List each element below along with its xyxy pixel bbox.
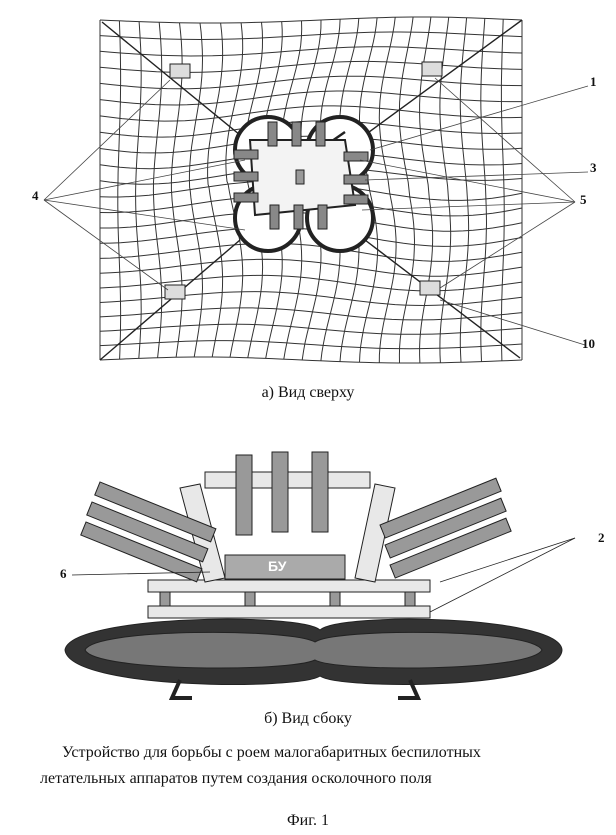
side-view-caption: б) Вид сбоку: [264, 710, 352, 727]
label-5: 5: [580, 192, 587, 207]
net-strand: [99, 46, 523, 57]
net-strand: [398, 16, 416, 364]
label-10: 10: [582, 336, 595, 351]
net-strand: [500, 19, 505, 361]
net-strand: [459, 17, 470, 363]
title-line-2: летательных аппаратов путем создания оск…: [40, 770, 432, 787]
net-strand: [99, 307, 523, 321]
net-strand: [99, 356, 523, 364]
drone-side: [64, 451, 576, 700]
title-line-1: Устройство для борьбы с роем малогабарит…: [62, 744, 481, 761]
label-1: 1: [590, 74, 597, 89]
label-4: 4: [32, 188, 39, 203]
net-strand: [99, 323, 523, 335]
net-strand: [207, 22, 224, 358]
net-strand: [99, 274, 523, 292]
net-strand: [117, 20, 122, 360]
net-strand: [99, 258, 523, 277]
net-strand: [188, 22, 204, 358]
net-strand: [99, 90, 522, 106]
leader-lines: [43, 77, 589, 346]
net-strand: [480, 18, 488, 362]
drone-top: [233, 115, 375, 253]
net-strand: [99, 31, 523, 41]
net-strand: [378, 17, 397, 363]
net-strand: [99, 291, 523, 307]
net-weights: [164, 61, 443, 300]
net-strand: [99, 340, 523, 350]
label-3: 3: [590, 160, 597, 175]
net-strand: [99, 105, 523, 122]
net-strand: [99, 16, 523, 24]
figure-label: Фиг. 1: [287, 812, 329, 829]
net-strand: [135, 21, 142, 359]
control-unit-label: БУ: [268, 558, 287, 574]
net-strand: [225, 22, 244, 358]
top-view-caption: а) Вид сверху: [261, 384, 355, 401]
label-2: 2: [598, 530, 605, 545]
label-6: 6: [60, 566, 67, 581]
net-strand: [359, 17, 379, 363]
